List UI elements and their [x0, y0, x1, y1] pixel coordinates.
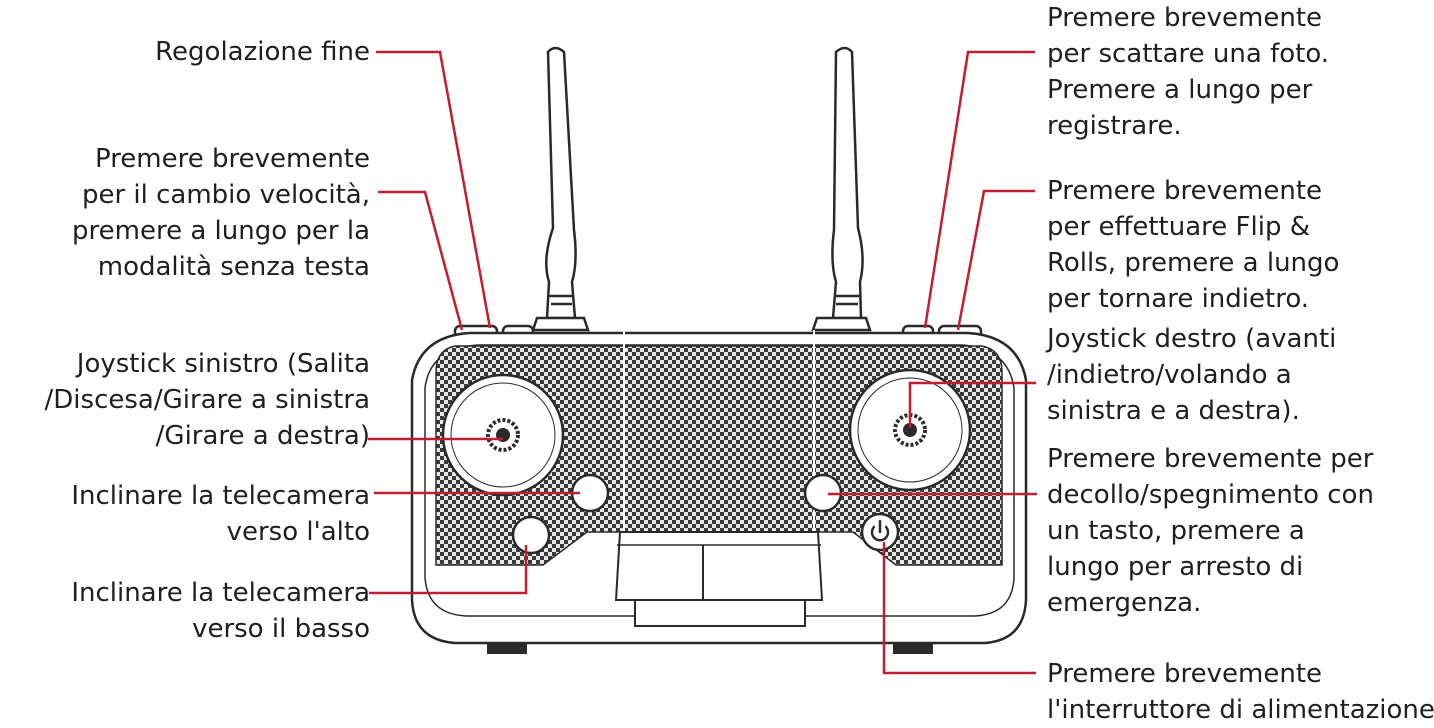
label-right-joystick: Joystick destro (avanti /indietro/voland… — [1047, 321, 1336, 429]
left-antenna — [531, 46, 590, 332]
label-line: Premere brevemente — [1047, 176, 1323, 206]
left-joystick[interactable] — [441, 373, 565, 497]
label-line: un tasto, premere a — [1047, 516, 1305, 546]
label-line: /indietro/volando a — [1047, 360, 1292, 390]
label-line: Joystick destro (avanti — [1047, 324, 1337, 354]
callout-lines — [368, 50, 1037, 675]
label-line: per effettuare Flip & — [1047, 212, 1310, 242]
label-camera-tilt-up: Inclinare la telecamera verso l'alto — [71, 478, 370, 550]
label-line: per scattare una foto. — [1047, 39, 1330, 69]
right-antenna — [811, 46, 872, 332]
label-line: premere a lungo per la — [72, 216, 370, 246]
label-power-switch: Premere brevemente l'interruttore di ali… — [1047, 656, 1434, 728]
label-line: per il cambio velocità, — [81, 180, 370, 210]
label-line: Regolazione fine — [155, 37, 370, 67]
label-line: /Discesa/Girare a sinistra — [44, 385, 370, 415]
label-line: Inclinare la telecamera — [71, 481, 370, 511]
controller-illustration — [368, 46, 1037, 675]
label-photo-record: Premere brevemente per scattare una foto… — [1047, 0, 1329, 144]
right-joystick[interactable] — [848, 368, 972, 492]
label-fine-adjustment: Regolazione fine — [155, 34, 370, 70]
controller-diagram: Regolazione fine Premere brevemente per … — [45, 0, 1434, 725]
label-line: Premere brevemente — [94, 144, 370, 174]
label-line: sinistra e a destra). — [1047, 396, 1300, 426]
label-line: decollo/spegnimento con — [1047, 480, 1374, 510]
label-line: Premere brevemente — [1047, 3, 1323, 33]
camera-tilt-down-button[interactable] — [511, 515, 551, 555]
label-line: l'interruttore di alimentazione — [1047, 695, 1434, 725]
label-flip-return: Premere brevemente per effettuare Flip &… — [1047, 173, 1339, 317]
label-line: /Girare a destra) — [155, 421, 370, 451]
label-line: Premere brevemente per — [1047, 444, 1374, 474]
label-line: modalità senza testa — [97, 252, 370, 282]
label-takeoff-emergency: Premere brevemente per decollo/spegnimen… — [1047, 441, 1374, 621]
label-line: lungo per arresto di — [1047, 552, 1304, 582]
label-line: per tornare indietro. — [1047, 284, 1310, 314]
label-line: Joystick sinistro (Salita — [76, 349, 370, 379]
label-line: registrare. — [1047, 111, 1182, 141]
label-line: Premere brevemente — [1047, 659, 1323, 689]
power-icon — [870, 519, 890, 542]
label-line: verso il basso — [192, 614, 370, 644]
label-line: Inclinare la telecamera — [71, 578, 370, 608]
label-line: verso l'alto — [226, 517, 370, 547]
label-speed-headless: Premere brevemente per il cambio velocit… — [72, 141, 370, 285]
label-camera-tilt-down: Inclinare la telecamera verso il basso — [71, 575, 370, 647]
label-line: emergenza. — [1047, 588, 1202, 618]
label-line: Premere a lungo per — [1047, 75, 1313, 105]
label-line: Rolls, premere a lungo — [1047, 248, 1340, 278]
label-left-joystick: Joystick sinistro (Salita /Discesa/Girar… — [45, 346, 370, 454]
